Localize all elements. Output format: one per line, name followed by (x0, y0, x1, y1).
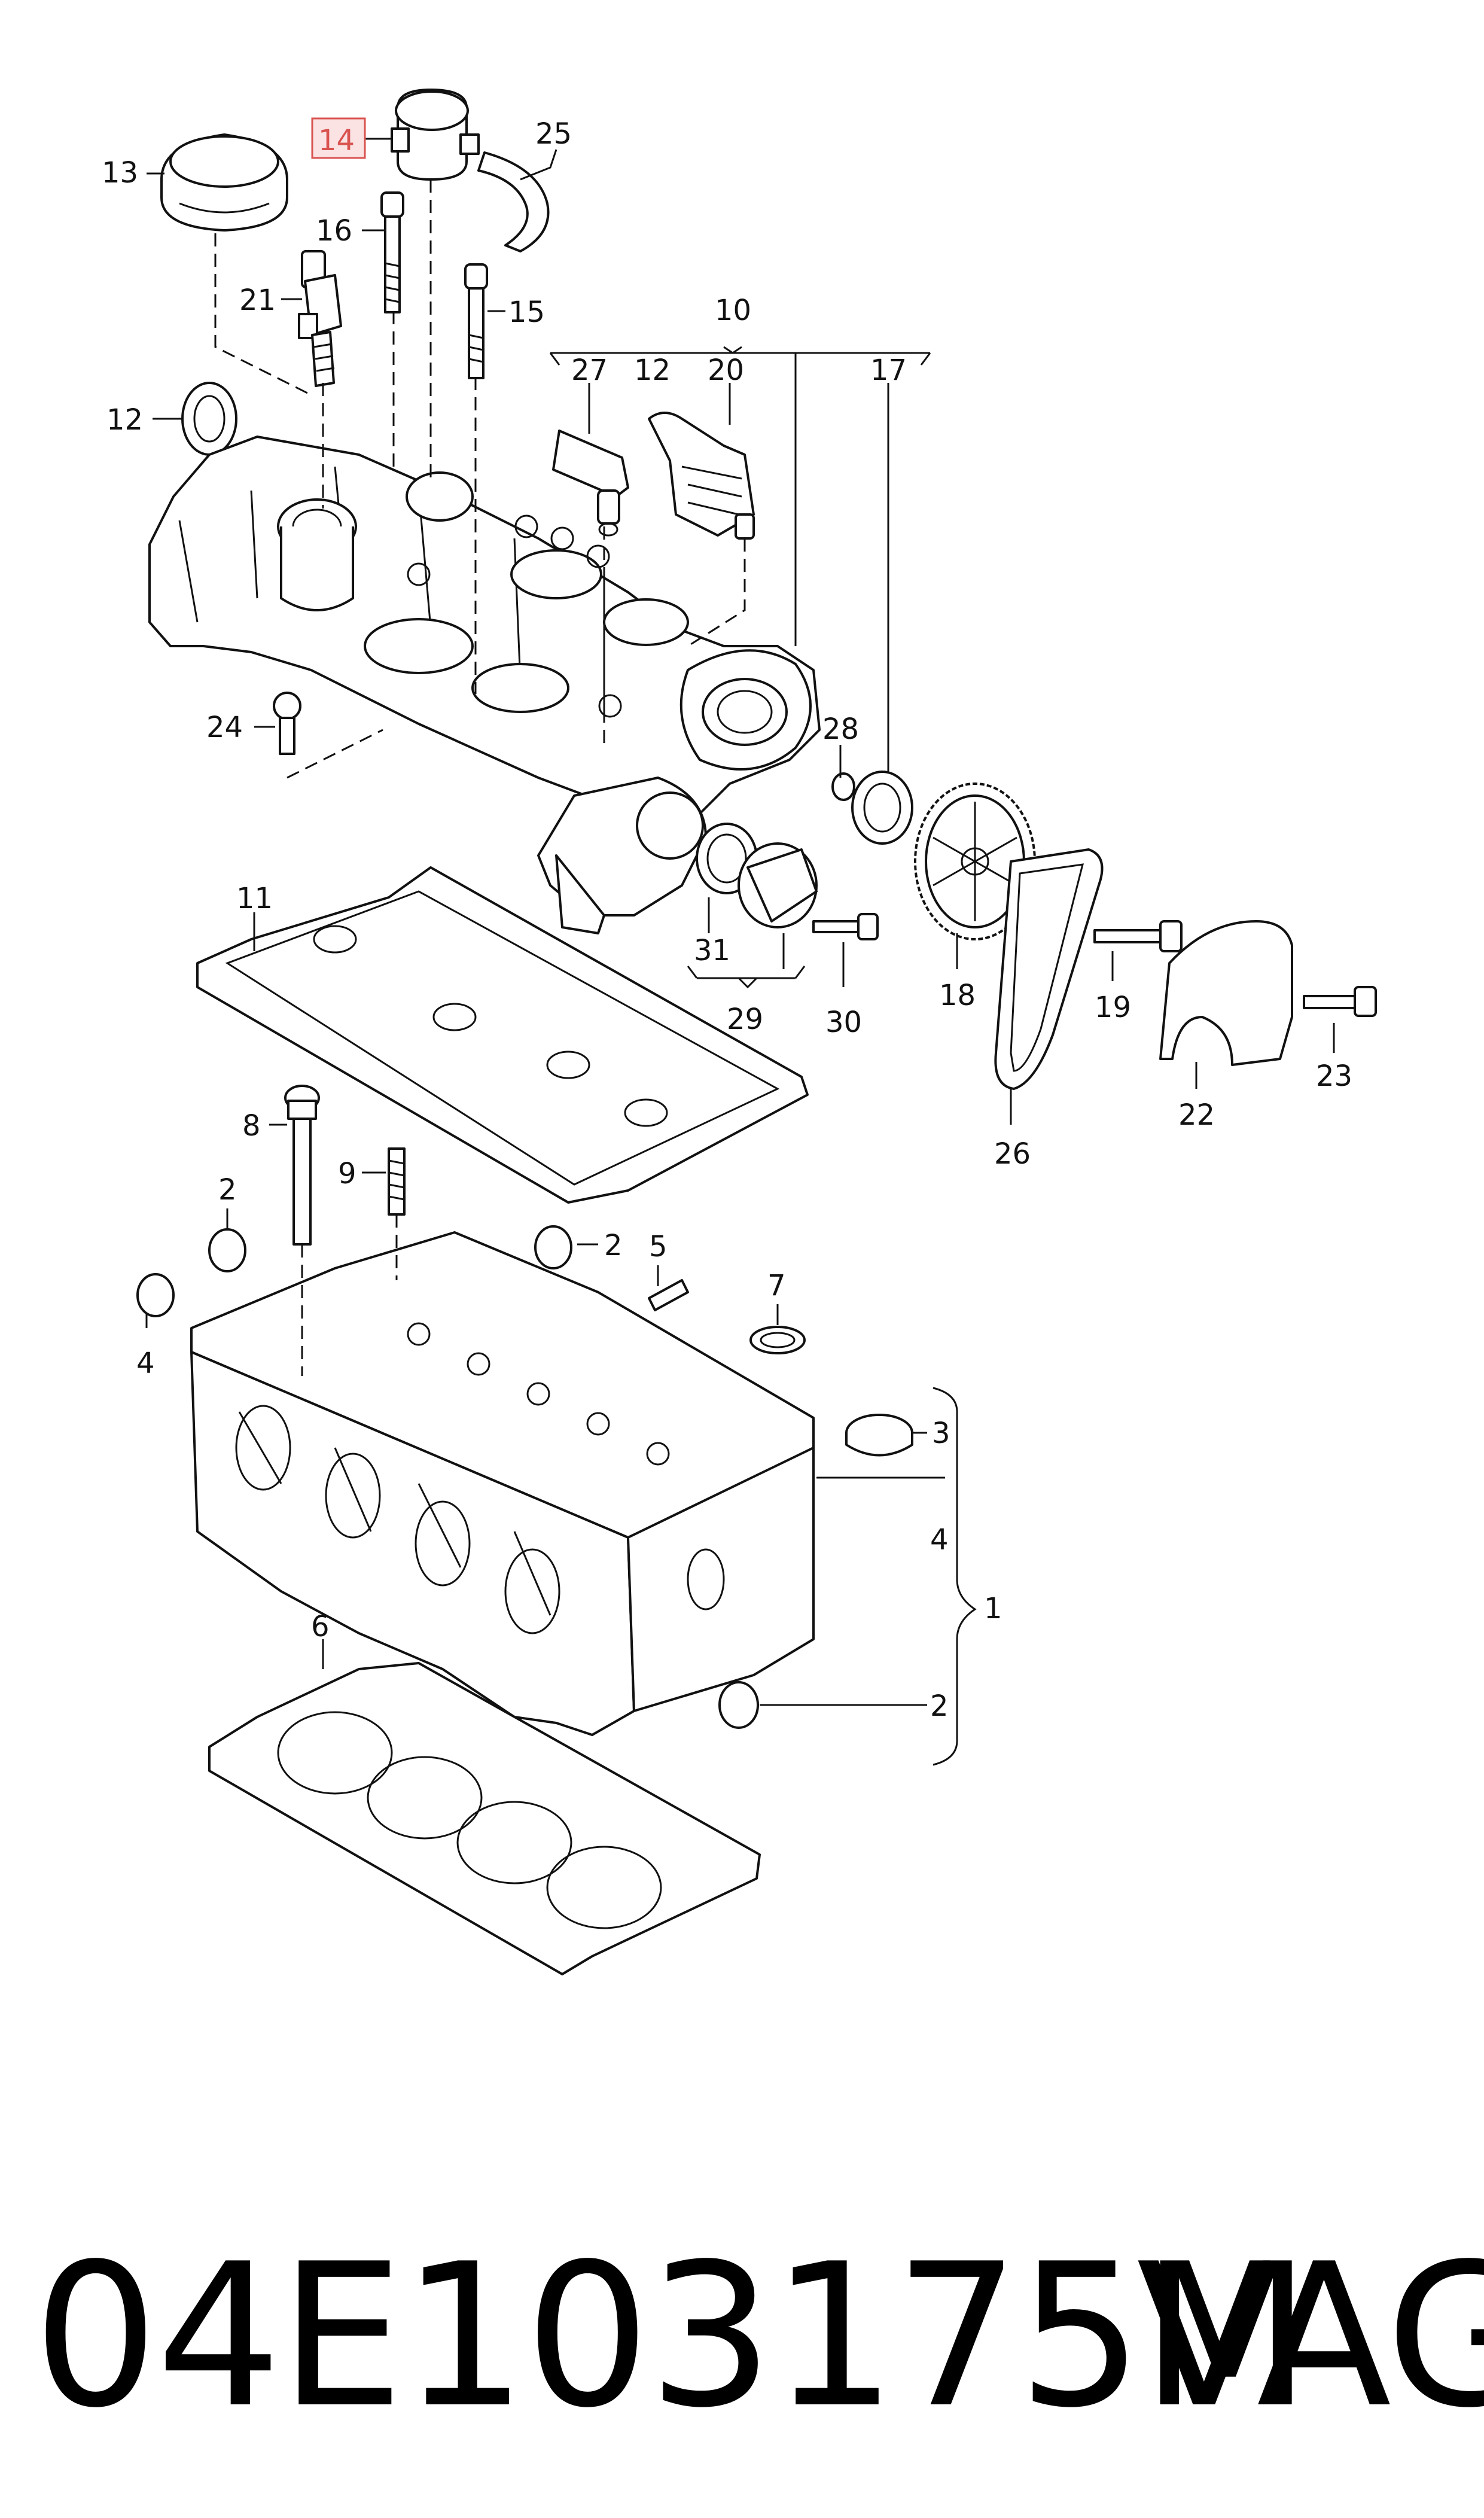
callout-30: 30 (825, 1006, 862, 1039)
part-12-seal-left (181, 382, 237, 456)
callout-7: 7 (767, 1269, 786, 1302)
callout-19: 19 (1095, 991, 1131, 1024)
part-5-pin (648, 1279, 689, 1311)
callout-21: 21 (239, 284, 276, 317)
part-number-caption: 04E103175M (33, 2221, 1311, 2451)
callout-10: 10 (715, 294, 751, 327)
callout-12-left: 12 (106, 403, 143, 437)
callout-6: 6 (311, 1610, 330, 1643)
part-29-cap (738, 842, 818, 928)
part-16-bolt (380, 191, 404, 313)
callout-8: 8 (242, 1109, 261, 1143)
callout-5: 5 (649, 1230, 668, 1263)
callout-15: 15 (508, 296, 545, 329)
callout-4-left: 4 (136, 1347, 155, 1380)
part-25-breather-hose (477, 151, 550, 252)
callout-14: 14 (318, 124, 355, 157)
callout-12-top: 12 (634, 354, 671, 387)
callout-26: 26 (994, 1137, 1031, 1171)
part-9-stud (388, 1147, 406, 1216)
part-30-bolt (812, 913, 879, 940)
callout-27: 27 (571, 354, 608, 387)
dashed-guide-lines (214, 179, 746, 1376)
callout-25: 25 (535, 117, 572, 151)
leader-lines (145, 138, 1335, 1766)
part-21-control-valve (298, 250, 342, 387)
callout-11: 11 (236, 882, 273, 915)
callout-3: 3 (932, 1417, 950, 1450)
part-19-bolt (1093, 920, 1183, 952)
brand-caption: VAG (1136, 2221, 1484, 2451)
callout-16: 16 (316, 214, 352, 248)
highlight-box-callout-14 (311, 117, 366, 159)
callout-31: 31 (694, 934, 730, 967)
callout-18: 18 (939, 979, 976, 1012)
callout-4-right: 4 (930, 1523, 949, 1557)
part-20-module (648, 412, 755, 540)
part-13-oil-filler-cap (160, 133, 288, 232)
part-4-plug (136, 1273, 175, 1317)
callout-13: 13 (102, 156, 138, 190)
part-10-cylinder-head-cover (148, 436, 821, 934)
part-2-plug-b (534, 1225, 572, 1269)
part-24-stud (273, 692, 301, 755)
callout-20: 20 (708, 354, 744, 387)
callout-2-left: 2 (218, 1173, 237, 1207)
part-2-plug-a (208, 1228, 246, 1272)
part-6-cylinder-head-gasket (208, 1662, 761, 1975)
callout-24: 24 (206, 711, 243, 744)
exploded-parts-diagram: 14 25 13 16 21 15 10 27 12 20 17 12 24 2… (102, 89, 1377, 1975)
part-1-cylinder-head (190, 1231, 815, 1736)
callout-2-bottom: 2 (930, 1689, 949, 1723)
callout-23: 23 (1316, 1059, 1352, 1093)
callout-22: 22 (1178, 1098, 1215, 1132)
part-14-breather-valve (391, 89, 480, 181)
part-17-seal-ring (851, 771, 913, 845)
callout-labels: 14 25 13 16 21 15 10 27 12 20 17 12 24 2… (102, 117, 1352, 1723)
part-8-head-bolt (284, 1085, 320, 1246)
part-28-o-ring (831, 772, 855, 801)
part-27-sensor (552, 430, 629, 537)
callout-29: 29 (727, 1003, 763, 1036)
callout-1: 1 (984, 1592, 1002, 1625)
part-11-cover-gasket (196, 866, 809, 1204)
part-26-toothed-belt (994, 848, 1104, 1090)
part-7-seal (749, 1326, 806, 1354)
callout-17: 17 (870, 354, 907, 387)
part-2-plug-c (718, 1681, 759, 1729)
part-22-timing-belt-cover (1159, 920, 1293, 1066)
part-15-bolt (464, 263, 488, 379)
callout-9: 9 (338, 1157, 356, 1191)
callout-2-right: 2 (604, 1229, 623, 1262)
part-3-plug (845, 1414, 913, 1457)
part-23-bolt (1303, 986, 1377, 1017)
callout-28: 28 (822, 713, 859, 746)
